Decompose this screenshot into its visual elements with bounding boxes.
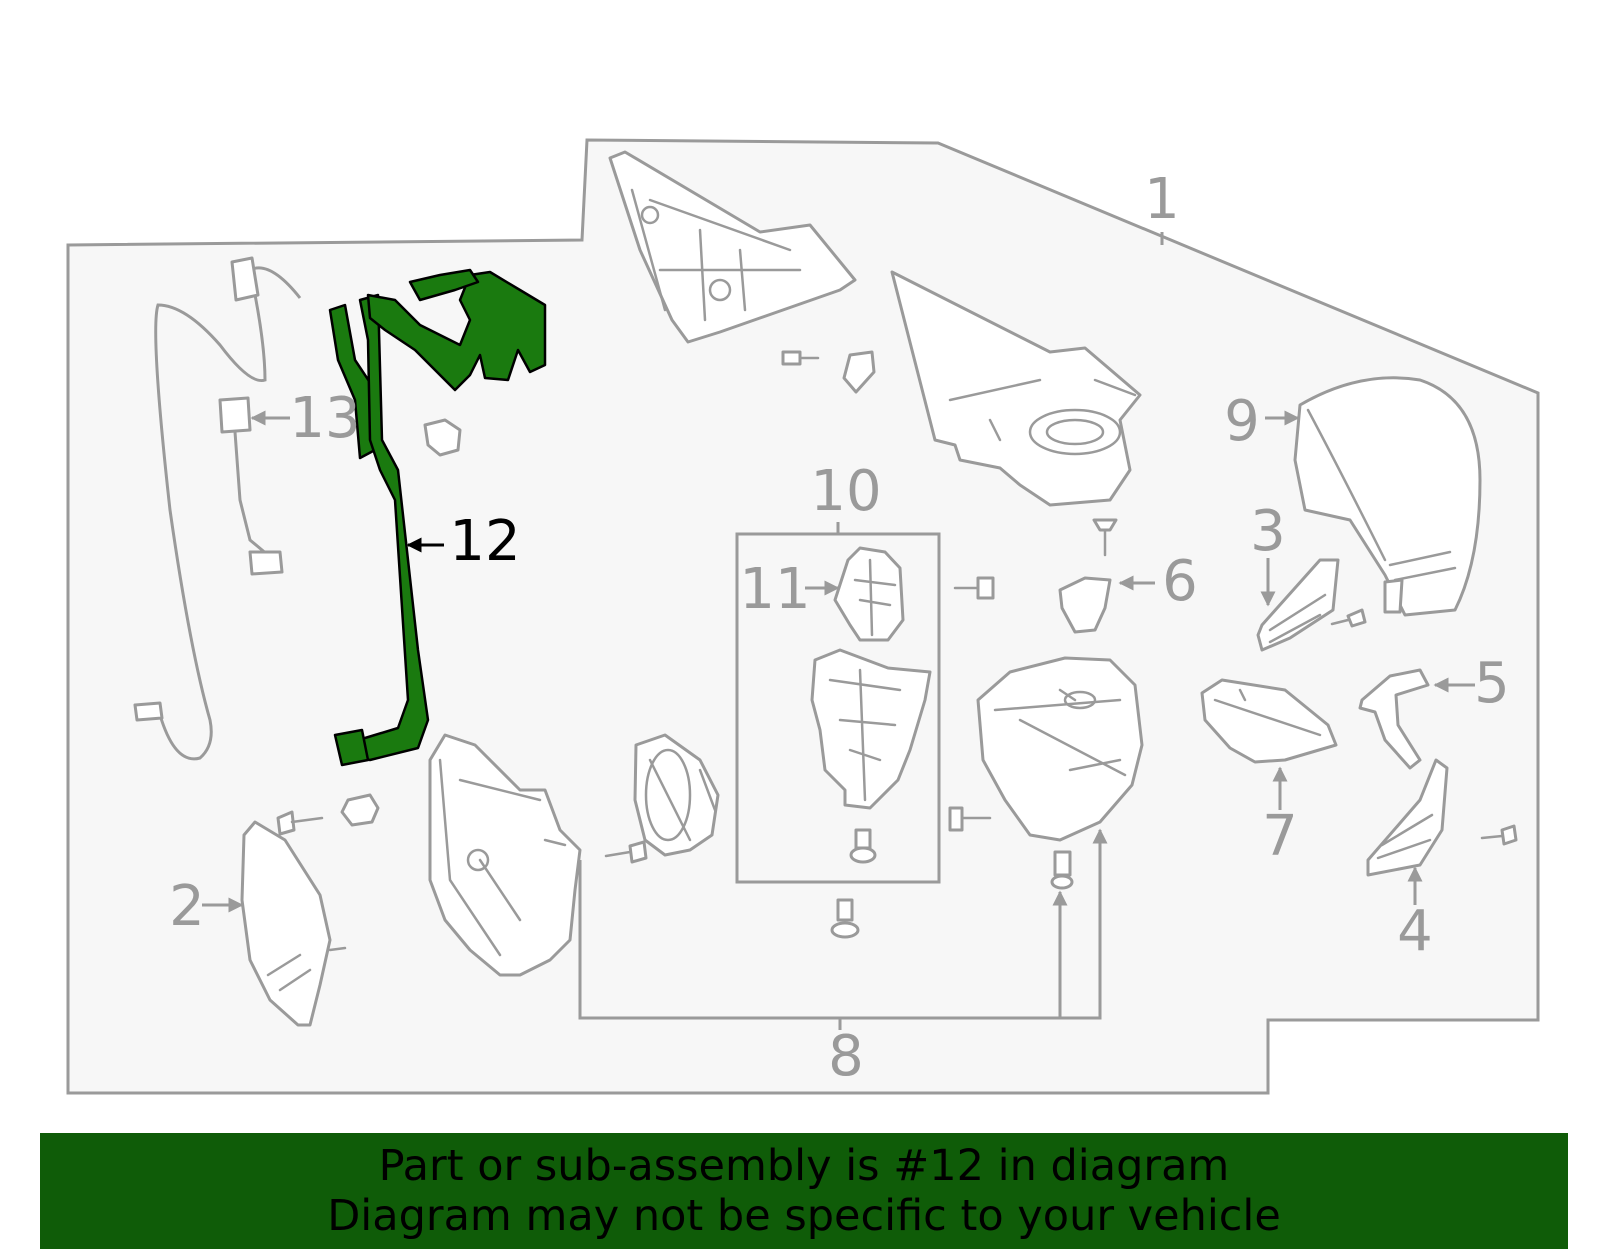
callout-12: 12 (449, 509, 520, 574)
mirror-glass-2 (240, 820, 347, 1027)
actuator-11 (833, 546, 905, 642)
lamp-4 (1366, 758, 1449, 877)
mirror-cover-9 (1293, 376, 1482, 617)
screw-small-top (781, 350, 820, 366)
callout-11: 11 (739, 557, 810, 622)
screw-6 (1092, 518, 1118, 557)
turn-signal-3 (1256, 558, 1340, 652)
bracket-6 (1058, 576, 1112, 634)
screw-box-bottom (849, 828, 877, 864)
screw-left (276, 810, 324, 836)
mirror-arm-housing (890, 270, 1142, 507)
screw-below-box (830, 898, 860, 939)
screw-3 (1330, 608, 1367, 628)
clip-left (340, 793, 380, 827)
screw-center-right (948, 806, 992, 832)
screw-4 (1480, 824, 1518, 846)
banner-line-1: Part or sub-assembly is #12 in diagram (378, 1141, 1230, 1191)
info-banner: Part or sub-assembly is #12 in diagram D… (40, 1133, 1568, 1249)
screw-8-right (1050, 850, 1074, 890)
callout-2: 2 (169, 874, 205, 939)
callout-9: 9 (1224, 389, 1260, 454)
clip-mid-left (423, 418, 462, 457)
motor-ring (633, 733, 720, 857)
screw-box-right (953, 576, 995, 600)
harness-12-highlighted (328, 268, 547, 767)
mirror-housing-frame (428, 733, 582, 977)
screw-center (604, 840, 648, 864)
callout-7: 7 (1262, 804, 1298, 869)
callout-8: 8 (828, 1024, 864, 1089)
banner-line-2: Diagram may not be specific to your vehi… (327, 1191, 1281, 1241)
bracket-5 (1358, 668, 1430, 770)
callout-6: 6 (1162, 549, 1198, 614)
leader-8-bracket (578, 828, 1108, 1030)
callout-10: 10 (810, 459, 881, 524)
callout-4: 4 (1397, 899, 1433, 964)
callout-13: 13 (289, 386, 360, 451)
callout-5: 5 (1474, 651, 1510, 716)
cover-7 (1200, 678, 1338, 764)
mirror-base-bracket (608, 150, 857, 344)
callout-1: 1 (1144, 167, 1180, 232)
harness-13 (133, 256, 302, 761)
mirror-case-8 (976, 656, 1144, 842)
motor-unit (810, 648, 932, 810)
callout-3: 3 (1250, 499, 1286, 564)
clip-top (842, 350, 876, 394)
